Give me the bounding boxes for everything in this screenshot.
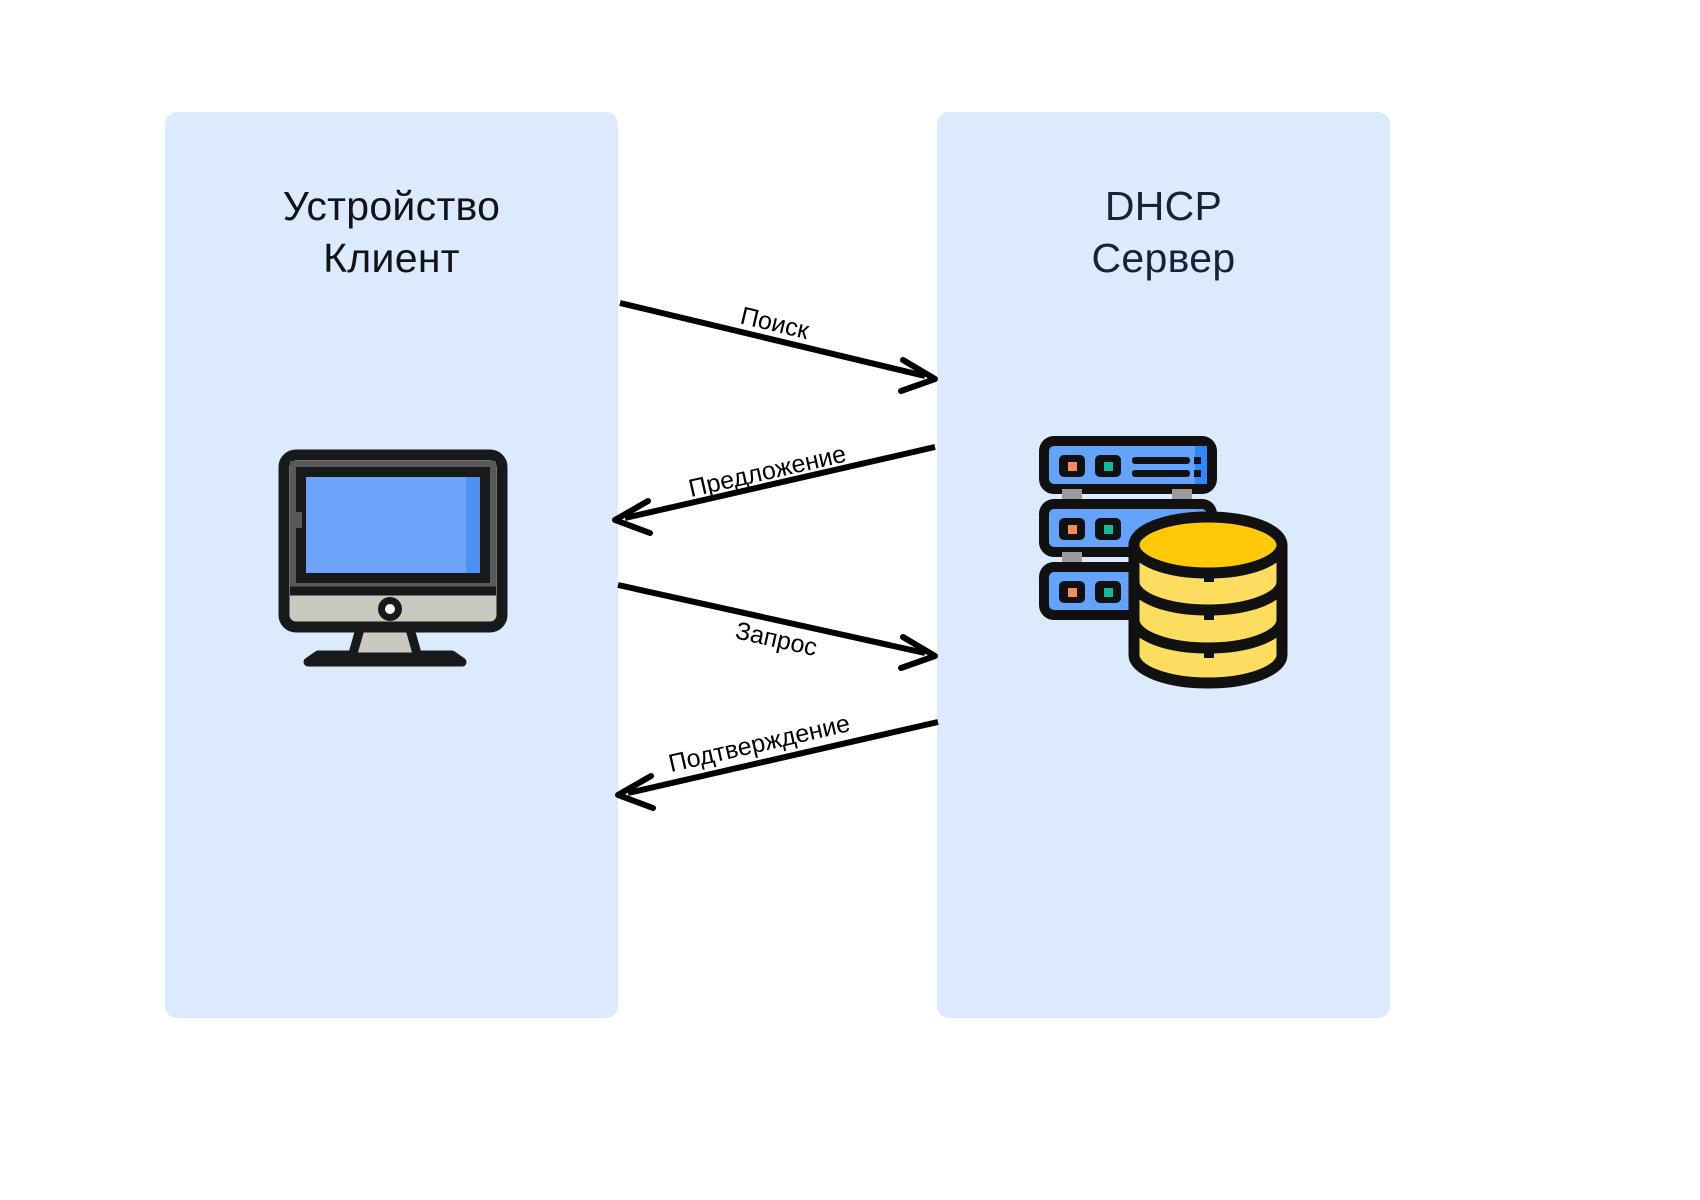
panel-server-title: DHCP Сервер — [1091, 183, 1236, 281]
message-arrow-3 — [617, 582, 938, 671]
message-arrow-2 — [612, 444, 936, 536]
panel-client-title: Устройство Клиент — [282, 183, 501, 281]
message-arrow-1 — [619, 300, 938, 394]
message-arrow-4 — [615, 719, 939, 811]
desktop-computer-icon — [278, 449, 508, 667]
database-server-icon — [1039, 436, 1288, 689]
